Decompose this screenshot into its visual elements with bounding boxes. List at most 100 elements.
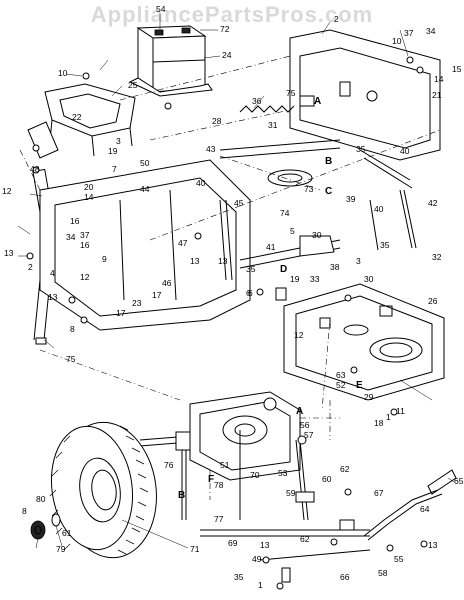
ref-letter: A (314, 96, 321, 107)
callout: 12 (294, 330, 304, 340)
callout: 13 (218, 256, 228, 266)
callout: 31 (268, 120, 278, 130)
callout: 50 (140, 158, 150, 168)
callout: 80 (36, 494, 46, 504)
callout: 78 (214, 480, 224, 490)
callout: 24 (222, 50, 232, 60)
callout: 30 (312, 230, 322, 240)
callout: 23 (132, 298, 142, 308)
callout: 8 (70, 324, 75, 334)
callout: 19 (108, 146, 118, 156)
callout: 52 (336, 380, 346, 390)
leader-lines (17, 14, 455, 549)
callout: 35 (234, 572, 244, 582)
callout: 44 (140, 184, 150, 194)
callout: 46 (162, 278, 172, 288)
lift-linkage-center (219, 199, 341, 301)
callout: 11 (396, 406, 405, 416)
callout: 40 (400, 146, 410, 156)
callout: 39 (346, 194, 356, 204)
callout: 74 (280, 208, 290, 218)
callout: 35 (246, 264, 256, 274)
callout: 21 (432, 90, 442, 100)
dash-bracket (44, 83, 136, 157)
callout: 67 (374, 488, 384, 498)
callout: 60 (322, 474, 332, 484)
callout: 4 (50, 268, 55, 278)
main-frame (39, 159, 251, 331)
callout: 73 (304, 184, 314, 194)
transaxle (139, 391, 301, 520)
callout: 48 (30, 164, 40, 174)
callout: 75 (66, 354, 76, 364)
callout: 32 (432, 252, 442, 262)
callout: 76 (164, 460, 174, 470)
callout: 13 (190, 256, 200, 266)
callout: 12 (80, 272, 90, 282)
callout: 58 (378, 568, 388, 578)
callout: 64 (420, 504, 430, 514)
callout: 36 (252, 96, 262, 106)
callout: 79 (56, 544, 66, 554)
callout: 66 (340, 572, 350, 582)
callout: 10 (58, 68, 68, 78)
callout: 17 (116, 308, 126, 318)
callout: 8 (22, 506, 27, 516)
callout: 14 (434, 74, 444, 84)
callout: 40 (196, 178, 206, 188)
ref-letter: C (325, 186, 332, 197)
callout: 3 (356, 256, 361, 266)
callout: 61 (62, 528, 72, 538)
callout: 37 (404, 28, 414, 38)
callout: 22 (72, 112, 82, 122)
callout: 62 (300, 534, 310, 544)
hub-cap (30, 513, 61, 540)
callout: 62 (340, 464, 350, 474)
hardware (26, 56, 428, 590)
callout: 3 (116, 136, 121, 146)
callout: 35 (356, 144, 366, 154)
ref-letter: A (296, 406, 303, 417)
battery-tray (128, 77, 213, 97)
callout: 72 (220, 24, 230, 34)
ref-letter: E (356, 380, 363, 391)
callout: 1 (386, 412, 391, 422)
callout: 70 (250, 470, 260, 480)
rear-tire (49, 421, 157, 559)
callout: 19 (290, 274, 300, 284)
reference-lines (19, 55, 441, 500)
callout: 40 (374, 204, 384, 214)
battery (136, 25, 207, 93)
ref-letter: B (325, 156, 332, 167)
callout: 56 (300, 420, 310, 430)
callout: 65 (454, 476, 464, 486)
callout: 43 (206, 144, 216, 154)
callout: 54 (156, 4, 166, 14)
callout: 6 (248, 288, 253, 298)
callout: 75 (286, 88, 296, 98)
callout: 2 (334, 14, 339, 24)
callout: 14 (84, 192, 94, 202)
brake-pedal-assembly (200, 430, 457, 583)
callout: 77 (214, 514, 224, 524)
callout: 47 (178, 238, 188, 248)
ref-letter: D (280, 264, 287, 275)
callout: 9 (102, 254, 107, 264)
callout: 37 (80, 230, 90, 240)
callout-numbers: 54 72 24 2 10 37 34 10 15 14 21 28 25 75… (2, 4, 464, 590)
callout: 30 (364, 274, 374, 284)
callout: 41 (266, 242, 276, 252)
callout: 42 (428, 198, 438, 208)
callout: 26 (428, 296, 438, 306)
rear-frame-panel (289, 29, 441, 161)
callout: 38 (330, 262, 340, 272)
callout: 13 (48, 292, 58, 302)
callout: 17 (152, 290, 162, 300)
callout: 16 (70, 216, 80, 226)
callout: 57 (304, 430, 314, 440)
callout: 35 (380, 240, 390, 250)
watermark: AppliancePartsPros.com (91, 2, 373, 27)
callout: 1 (258, 580, 263, 590)
rear-deck-plate (283, 283, 445, 401)
callout: 49 (252, 554, 262, 564)
